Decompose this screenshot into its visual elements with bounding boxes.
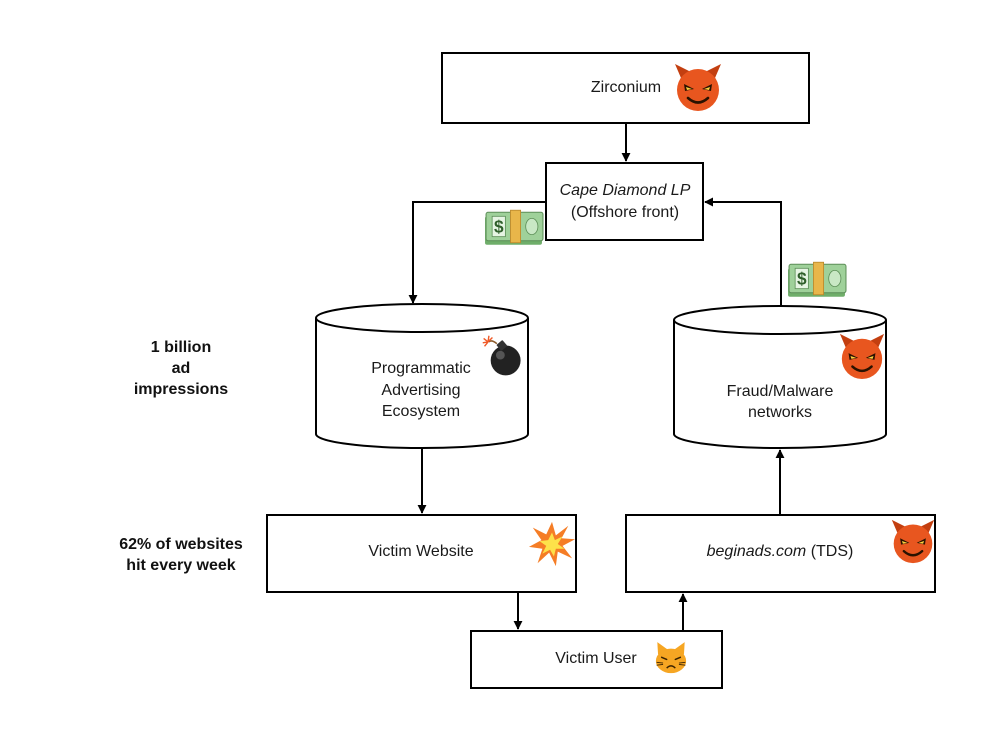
victim-user-node: Victim User xyxy=(470,630,723,689)
websites-line2: hit every week xyxy=(126,557,236,574)
cape-diamond-node: Cape Diamond LP (Offshore front) xyxy=(545,162,704,241)
programmatic-line2: Advertising xyxy=(381,382,460,399)
zirconium-node: Zirconium xyxy=(441,52,810,124)
victim-user-label: Victim User xyxy=(555,650,637,667)
fraud-malware-node: Fraud/Malware networks xyxy=(673,305,887,449)
money-bill-icon xyxy=(787,261,847,298)
beginads-label: beginads.com (TDS) xyxy=(707,543,854,560)
zirconium-label: Zirconium xyxy=(591,79,661,96)
fraud-line2: networks xyxy=(748,404,812,421)
cape-diamond-name: Cape Diamond LP xyxy=(560,182,691,199)
money-bill-icon xyxy=(484,209,544,246)
impressions-note: 1 billion ad impressions xyxy=(134,339,228,398)
programmatic-ecosystem-node: Programmatic Advertising Ecosystem xyxy=(315,303,529,449)
websites-note: 62% of websites hit every week xyxy=(119,536,243,574)
victim-website-label: Victim Website xyxy=(368,543,473,560)
programmatic-line1: Programmatic xyxy=(371,360,471,377)
beginads-suffix: (TDS) xyxy=(806,543,853,560)
beginads-domain: beginads.com xyxy=(707,543,807,560)
impressions-line1: 1 billion xyxy=(151,339,211,356)
beginads-node: beginads.com (TDS) xyxy=(625,514,936,593)
victim-website-node: Victim Website xyxy=(266,514,577,593)
impressions-line2: ad xyxy=(172,360,191,377)
programmatic-line3: Ecosystem xyxy=(382,403,460,420)
arrow-fraud-to-cape xyxy=(704,197,782,306)
impressions-line3: impressions xyxy=(134,381,228,398)
arrow-cape-to-programmatic xyxy=(408,201,546,304)
websites-line1: 62% of websites xyxy=(119,536,243,553)
cape-diamond-subtitle: (Offshore front) xyxy=(571,204,679,221)
fraud-line1: Fraud/Malware xyxy=(727,383,834,400)
